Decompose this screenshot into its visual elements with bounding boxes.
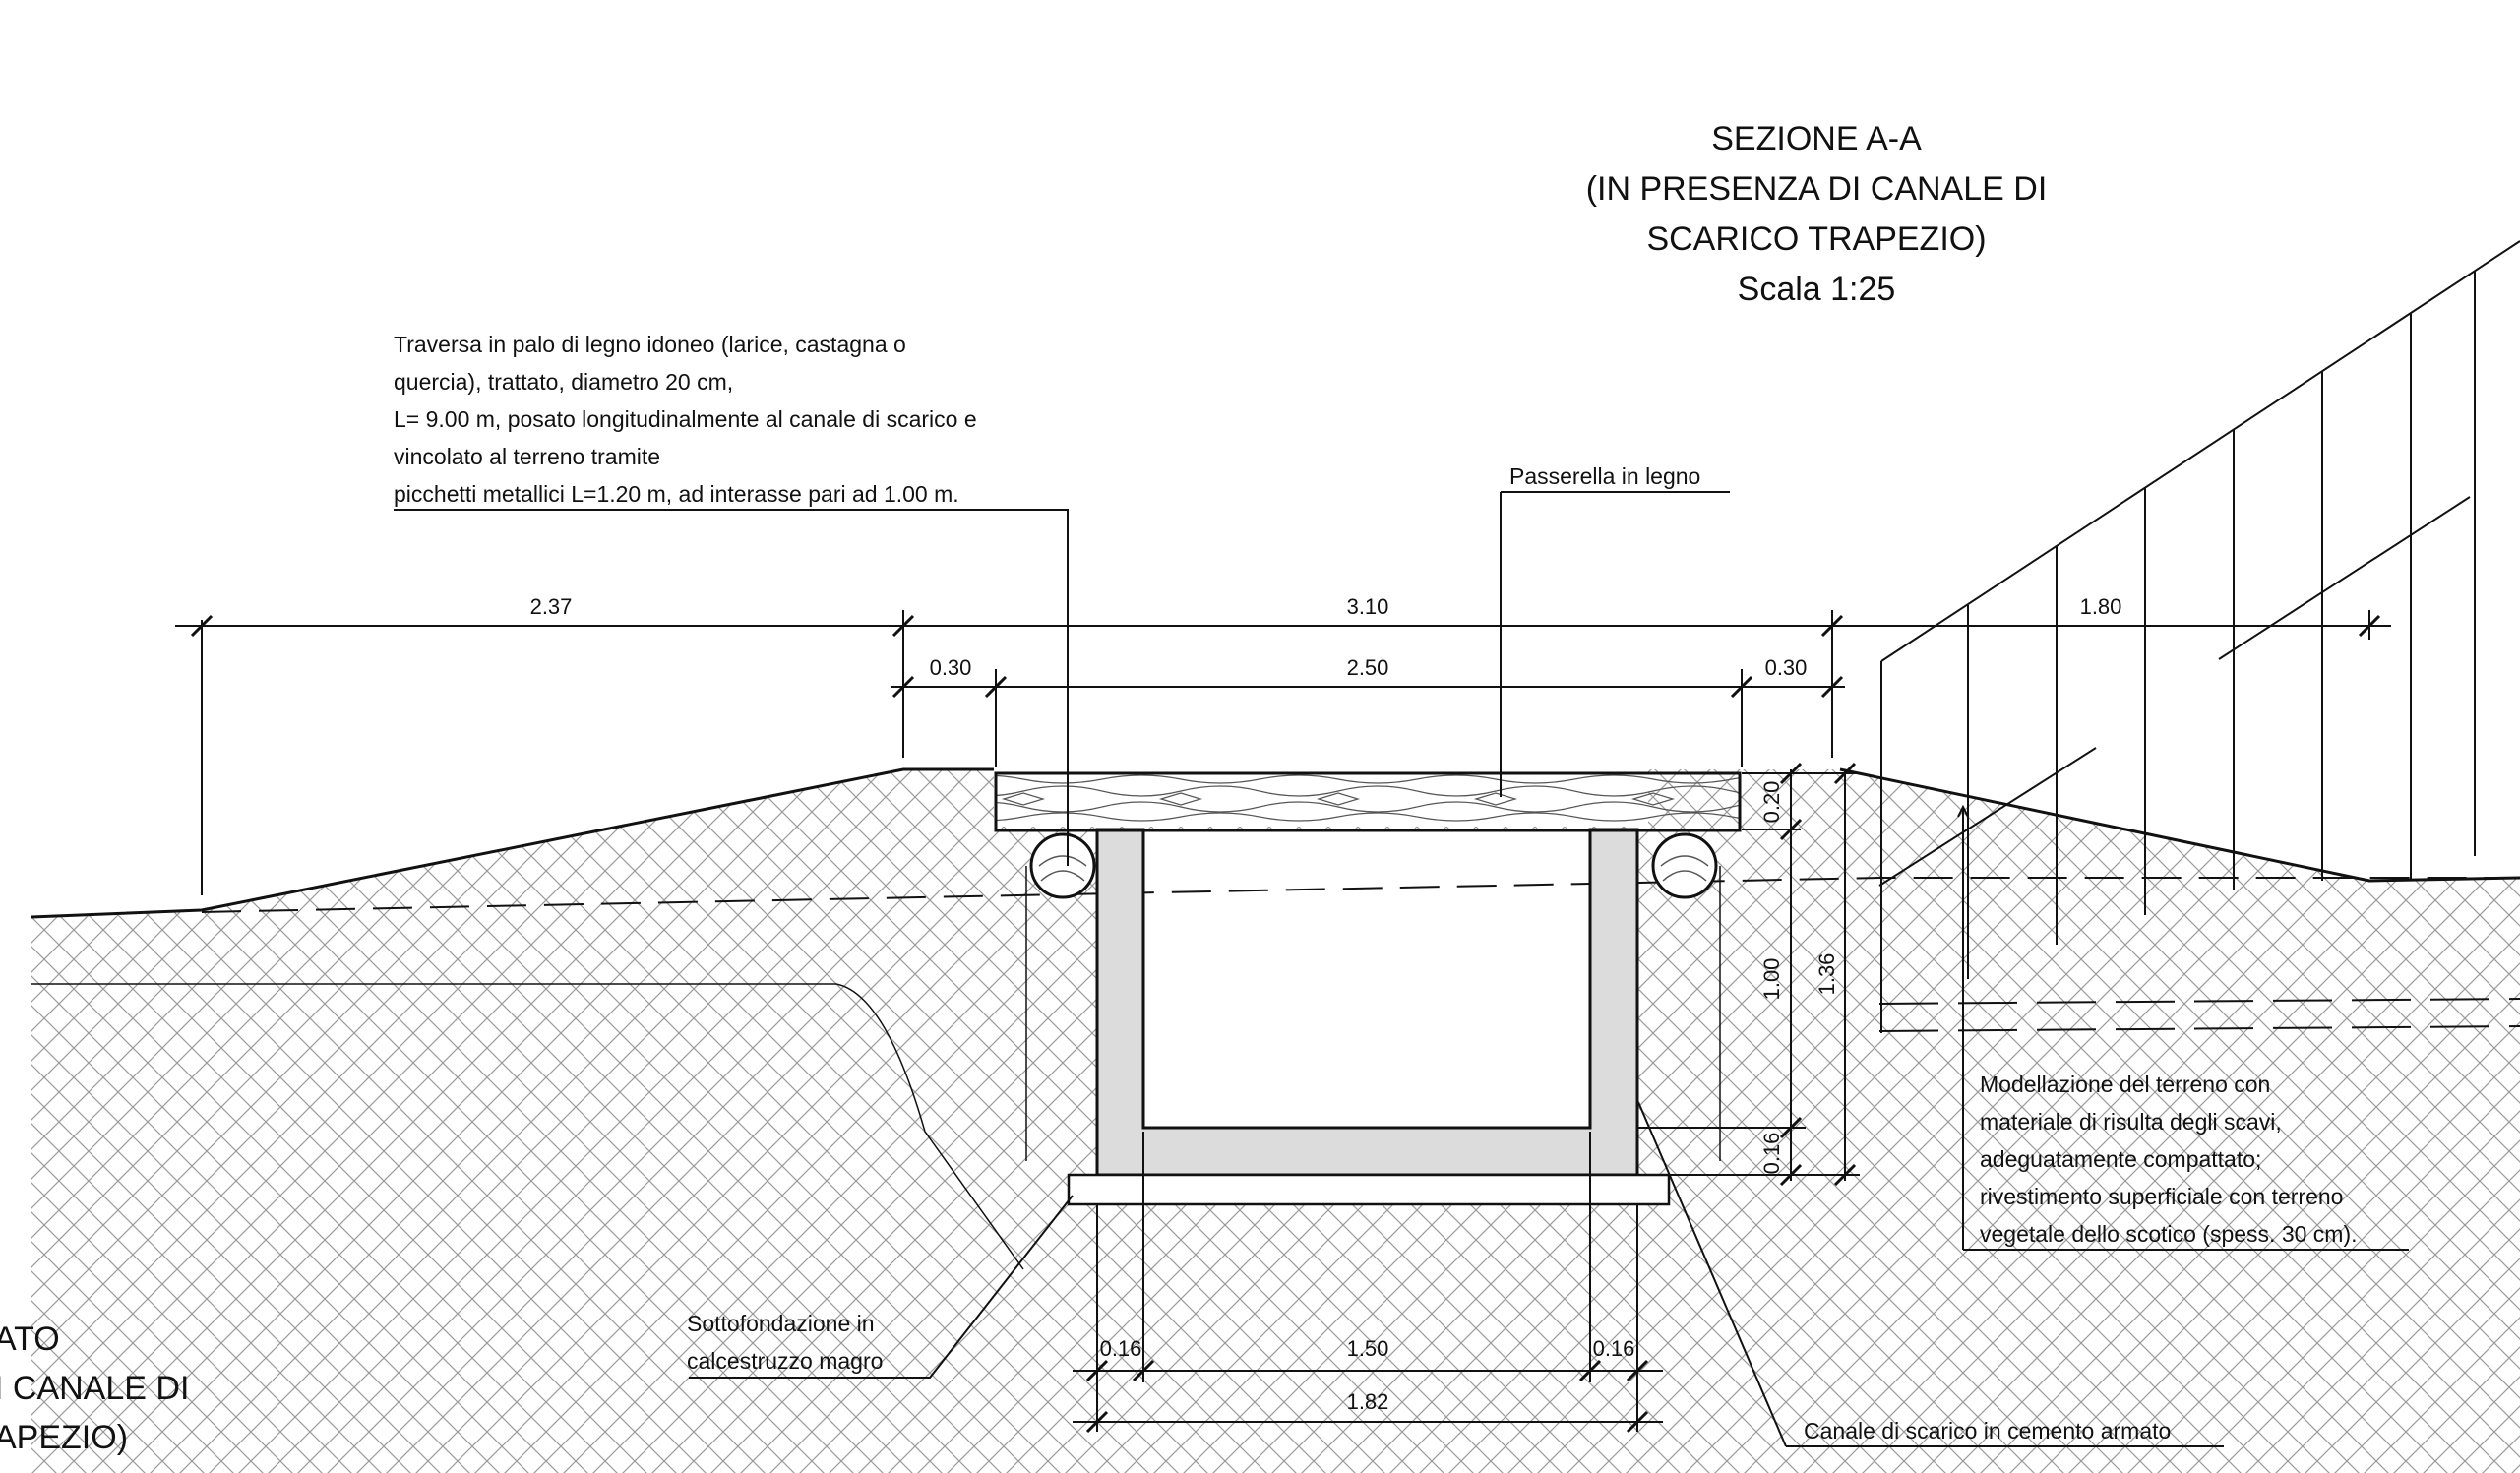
dim-1-36: 1.36 [1814,953,1839,996]
dim-2-37: 2.37 [530,594,573,619]
channel-opening [1143,829,1590,1128]
note-sottofondazione: Sottofondazione in calcestruzzo magro [687,1311,883,1374]
note-canale: Canale di scarico in cemento armato [1804,1418,2171,1443]
title-line3: SCARICO TRAPEZIO) [1646,220,1986,258]
leader-lines [394,491,2409,1447]
dim-0-16-vert: 0.16 [1759,1133,1784,1175]
partial-title-line3: APEZIO) [0,1419,128,1456]
svg-text:vincolato al terreno tramite: vincolato al terreno tramite [394,444,660,469]
note-modellazione: Modellazione del terreno con materiale d… [1980,1072,2358,1247]
note-traversa: Traversa in palo di legno idoneo (larice… [394,332,977,507]
svg-text:materiale di risulta degli sca: materiale di risulta degli scavi, [1980,1109,2282,1135]
ground-surface-line [31,767,994,919]
svg-text:vegetale dello scotico (spess.: vegetale dello scotico (spess. 30 cm). [1980,1221,2358,1247]
timber-log-left [1025,832,1096,1161]
dim-1-80: 1.80 [2080,594,2122,619]
dim-3-10: 3.10 [1347,594,1389,619]
svg-text:Traversa in palo di legno idon: Traversa in palo di legno idoneo (larice… [394,332,906,357]
title-line1: SEZIONE A-A [1711,120,1922,157]
svg-text:adeguatamente compattato;: adeguatamente compattato; [1980,1146,2261,1172]
dim-1-50: 1.50 [1347,1336,1389,1361]
modelling-dashed-lower2 [1878,1025,2520,1032]
railing [1878,240,2520,1033]
excavation-boundary [31,983,1024,1270]
note-passerella: Passerella in legno [1509,463,1700,489]
title-line2: (IN PRESENZA DI CANALE DI [1586,170,2048,208]
timber-log-right [1651,832,1721,1161]
lean-concrete-base [1067,1173,1671,1206]
modelling-dashed-lower [1878,998,2520,1005]
svg-text:calcestruzzo magro: calcestruzzo magro [687,1348,883,1374]
dim-0-30-left: 0.30 [930,655,972,680]
partial-title-line2: I CANALE DI [0,1370,189,1407]
svg-text:L= 9.00 m, posato longitudinal: L= 9.00 m, posato longitudinalmente al c… [394,406,977,432]
dim-0-16-right: 0.16 [1593,1336,1635,1361]
title-line4: Scala 1:25 [1738,271,1896,308]
partial-title-line1: ATO [0,1320,60,1358]
dimension-lines [175,610,2391,1434]
svg-text:Modellazione del terreno con: Modellazione del terreno con [1980,1072,2270,1097]
svg-text:Sottofondazione in: Sottofondazione in [687,1311,875,1336]
ground-surface-line-right [1839,767,2520,883]
dim-0-16-left: 0.16 [1100,1336,1142,1361]
dim-1-82: 1.82 [1347,1389,1389,1414]
svg-text:picchetti metallici L=1.20 m,: picchetti metallici L=1.20 m, ad interas… [394,481,959,507]
dim-0-20: 0.20 [1759,781,1784,824]
original-ground-dashed [201,877,2520,913]
timber-deck [994,771,1742,832]
dim-0-30-right: 0.30 [1765,655,1808,680]
svg-text:rivestimento superficiale con: rivestimento superficiale con terreno [1980,1184,2343,1209]
dim-1-00: 1.00 [1759,958,1784,1001]
svg-text:quercia), trattato, diametro 2: quercia), trattato, diametro 20 cm, [394,369,733,395]
dim-2-50: 2.50 [1347,655,1389,680]
